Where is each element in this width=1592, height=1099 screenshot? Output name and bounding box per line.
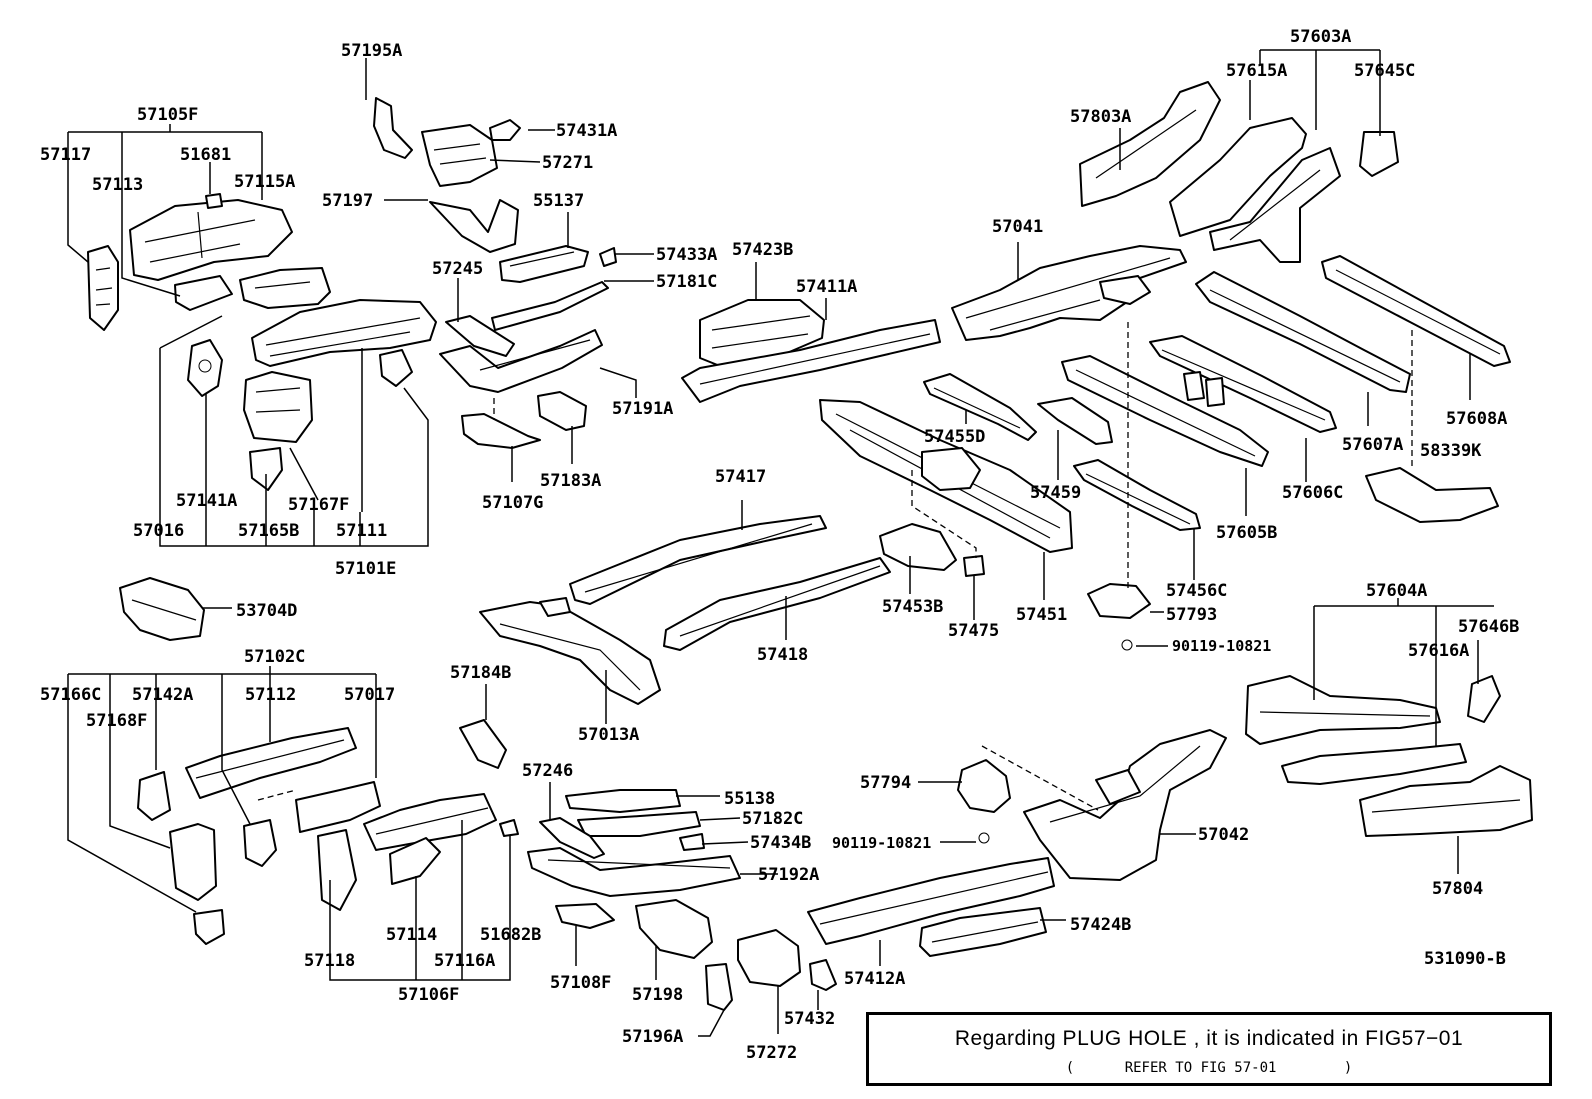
- label-57112: 57112: [245, 685, 296, 705]
- label-57431a: 57431A: [556, 121, 617, 141]
- label-57412a: 57412A: [844, 969, 905, 989]
- label-57245: 57245: [432, 259, 483, 279]
- label-57105f: 57105F: [137, 105, 198, 125]
- label-57116a: 57116A: [434, 951, 495, 971]
- label-57111: 57111: [336, 521, 387, 541]
- label-57115a: 57115A: [234, 172, 295, 192]
- label-57451: 57451: [1016, 605, 1067, 625]
- label-57195a: 57195A: [341, 41, 402, 61]
- label-57246: 57246: [522, 761, 573, 781]
- refer-to-fig-note: ( REFER TO FIG 57-01 ): [1065, 1060, 1353, 1076]
- label-57113: 57113: [92, 175, 143, 195]
- label-57605b: 57605B: [1216, 523, 1277, 543]
- label-51681: 51681: [180, 145, 231, 165]
- label-57198: 57198: [632, 985, 683, 1005]
- label-57192a: 57192A: [758, 865, 819, 885]
- label-57646b: 57646B: [1458, 617, 1519, 637]
- label-57434b: 57434B: [750, 833, 811, 853]
- label-57603a: 57603A: [1290, 27, 1351, 47]
- label-57017: 57017: [344, 685, 395, 705]
- label-57184b: 57184B: [450, 663, 511, 683]
- label-57197: 57197: [322, 191, 373, 211]
- label-57102c: 57102C: [244, 647, 305, 667]
- label-57013a: 57013A: [578, 725, 639, 745]
- label-57271: 57271: [542, 153, 593, 173]
- label-57418: 57418: [757, 645, 808, 665]
- label-57453b: 57453B: [882, 597, 943, 617]
- label-58339k: 58339K: [1420, 441, 1482, 461]
- label-57167f: 57167F: [288, 495, 349, 515]
- label-57141a: 57141A: [176, 491, 237, 511]
- label-57183a: 57183A: [540, 471, 601, 491]
- label-53704d: 53704D: [236, 601, 297, 621]
- label-57615a: 57615A: [1226, 61, 1287, 81]
- figure-code-label: 531090-B: [1424, 949, 1506, 969]
- label-57459: 57459: [1030, 483, 1081, 503]
- part-labels: 57195A 57105F 57117 51681 57113 57115A 5…: [40, 27, 1519, 1063]
- label-57181c: 57181C: [656, 272, 717, 292]
- label-57417: 57417: [715, 467, 766, 487]
- label-57041: 57041: [992, 217, 1043, 237]
- label-57455d: 57455D: [924, 427, 985, 447]
- label-51682b: 51682B: [480, 925, 541, 945]
- label-57793: 57793: [1166, 605, 1217, 625]
- label-57606c: 57606C: [1282, 483, 1343, 503]
- label-57107g: 57107G: [482, 493, 543, 513]
- label-57101e: 57101E: [335, 559, 396, 579]
- label-57168f: 57168F: [86, 711, 147, 731]
- label-55138: 55138: [724, 789, 775, 809]
- plug-hole-note: Regarding PLUG HOLE , it is indicated in…: [954, 1027, 1464, 1050]
- label-57645c: 57645C: [1354, 61, 1415, 81]
- label-57016: 57016: [133, 521, 184, 541]
- leader-lines: [67, 49, 1494, 1037]
- label-57142a: 57142A: [132, 685, 193, 705]
- label-57196a: 57196A: [622, 1027, 683, 1047]
- label-57165b: 57165B: [238, 521, 299, 541]
- plug-hole-note-box: Regarding PLUG HOLE , it is indicated in…: [866, 1012, 1552, 1086]
- label-57182c: 57182C: [742, 809, 803, 829]
- label-57424b: 57424B: [1070, 915, 1131, 935]
- label-57794: 57794: [860, 773, 911, 793]
- label-57803a: 57803A: [1070, 107, 1131, 127]
- label-57604a: 57604A: [1366, 581, 1427, 601]
- label-57106f: 57106F: [398, 985, 459, 1005]
- label-57191a: 57191A: [612, 399, 673, 419]
- label-57042: 57042: [1198, 825, 1249, 845]
- label-57166c: 57166C: [40, 685, 101, 705]
- label-55137: 55137: [533, 191, 584, 211]
- label-90119-10821-a: 90119-10821: [1172, 637, 1271, 655]
- part-shapes: [87, 81, 1533, 1011]
- label-57411a: 57411A: [796, 277, 857, 297]
- label-57607a: 57607A: [1342, 435, 1403, 455]
- label-57114: 57114: [386, 925, 437, 945]
- label-57608a: 57608A: [1446, 409, 1507, 429]
- label-90119-10821-b: 90119-10821: [832, 834, 931, 852]
- label-57108f: 57108F: [550, 973, 611, 993]
- label-57616a: 57616A: [1408, 641, 1469, 661]
- label-57272: 57272: [746, 1043, 797, 1063]
- label-57118: 57118: [304, 951, 355, 971]
- label-57804: 57804: [1432, 879, 1483, 899]
- assembly-lines: [257, 322, 1413, 811]
- label-57117: 57117: [40, 145, 91, 165]
- label-57456c: 57456C: [1166, 581, 1227, 601]
- label-57432: 57432: [784, 1009, 835, 1029]
- label-57475: 57475: [948, 621, 999, 641]
- label-57433a: 57433A: [656, 245, 717, 265]
- label-57423b: 57423B: [732, 240, 793, 260]
